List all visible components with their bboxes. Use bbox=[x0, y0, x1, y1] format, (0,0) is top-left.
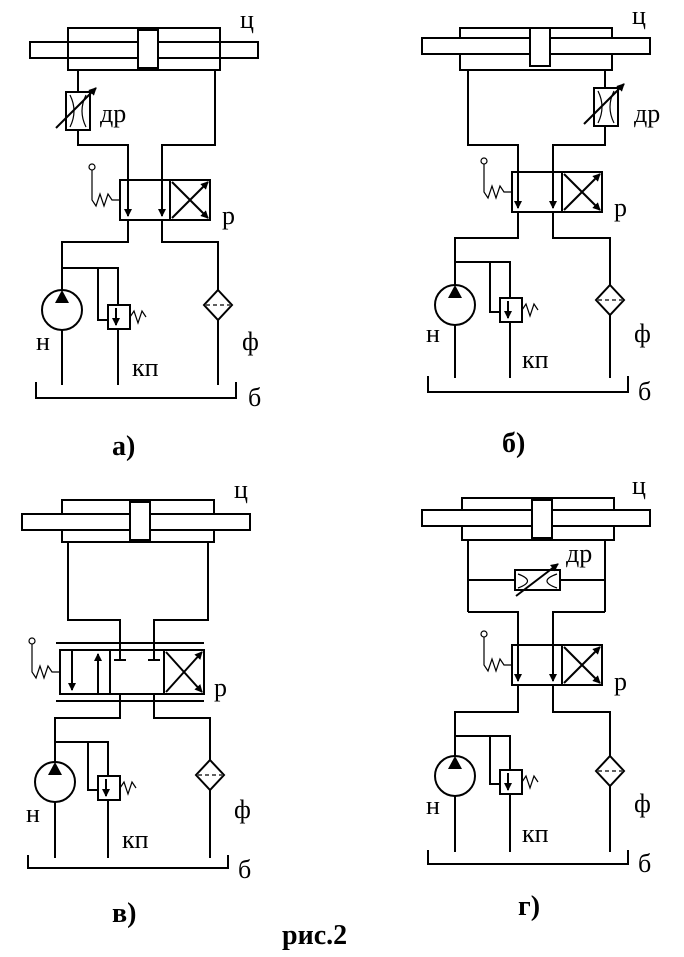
tank-label-a: б bbox=[248, 383, 261, 412]
cylinder-label-d: ц bbox=[632, 471, 646, 500]
relief-valve-b bbox=[489, 261, 539, 378]
figure-title: рис.2 bbox=[282, 920, 347, 951]
pump-b bbox=[434, 284, 476, 378]
relief-valve-a bbox=[97, 267, 147, 385]
tank-label-d: б bbox=[638, 849, 651, 878]
filter-b bbox=[552, 212, 626, 378]
relief-valve-c bbox=[87, 741, 137, 858]
pump-label-c: н bbox=[26, 799, 40, 828]
cylinder-label-b: ц bbox=[632, 1, 646, 30]
pump-c bbox=[34, 761, 76, 858]
throttle-label-a: др bbox=[100, 99, 126, 128]
valve-c bbox=[28, 637, 205, 702]
relief-label-a: кп bbox=[132, 353, 159, 382]
pump-label-a: н bbox=[36, 327, 50, 356]
filter-label-b: ф bbox=[634, 319, 651, 348]
scheme-c: ц р н bbox=[21, 475, 251, 929]
throttle-label-b: др bbox=[634, 99, 660, 128]
relief-label-b: кп bbox=[522, 345, 549, 374]
cylinder-c bbox=[21, 499, 251, 543]
throttle-b bbox=[583, 83, 625, 127]
filter-label-a: ф bbox=[242, 327, 259, 356]
pump-label-d: н bbox=[426, 791, 440, 820]
filter-d bbox=[552, 685, 626, 852]
throttle-label-d: др bbox=[566, 539, 592, 568]
throttle-d bbox=[468, 563, 605, 597]
cylinder-b bbox=[421, 27, 651, 71]
valve-label-d: р bbox=[614, 667, 627, 696]
pump-a bbox=[41, 289, 83, 385]
cylinder-a bbox=[29, 27, 259, 71]
scheme-b: ц др р н bbox=[421, 1, 660, 459]
pump-d bbox=[434, 755, 476, 852]
tank-b bbox=[427, 376, 629, 393]
cylinder-label-c: ц bbox=[234, 475, 248, 504]
valve-b bbox=[480, 157, 603, 213]
pump-label-b: н bbox=[426, 319, 440, 348]
filter-label-c: ф bbox=[234, 795, 251, 824]
tank-c bbox=[27, 855, 229, 869]
scheme-a: ц др р н bbox=[29, 5, 261, 462]
tank-label-c: б bbox=[238, 855, 251, 884]
relief-label-c: кп bbox=[122, 825, 149, 854]
tank-d bbox=[427, 850, 629, 865]
filter-label-d: ф bbox=[634, 789, 651, 818]
relief-label-d: кп bbox=[522, 819, 549, 848]
caption-c: в) bbox=[112, 898, 136, 929]
tank-label-b: б bbox=[638, 377, 651, 406]
scheme-d: ц др р н bbox=[421, 471, 651, 922]
caption-d: г) bbox=[518, 891, 540, 922]
relief-valve-d bbox=[489, 735, 539, 852]
caption-b: б) bbox=[502, 428, 525, 459]
valve-label-a: р bbox=[222, 201, 235, 230]
valve-label-b: р bbox=[614, 193, 627, 222]
cylinder-label-a: ц bbox=[240, 5, 254, 34]
valve-d bbox=[480, 630, 603, 686]
filter-a bbox=[161, 220, 234, 385]
caption-a: а) bbox=[112, 431, 135, 462]
valve-label-c: р bbox=[214, 673, 227, 702]
throttle-a bbox=[55, 87, 97, 131]
valve-a bbox=[88, 163, 211, 221]
cylinder-d bbox=[421, 497, 651, 541]
tank-a bbox=[35, 382, 237, 399]
filter-c bbox=[153, 694, 226, 858]
